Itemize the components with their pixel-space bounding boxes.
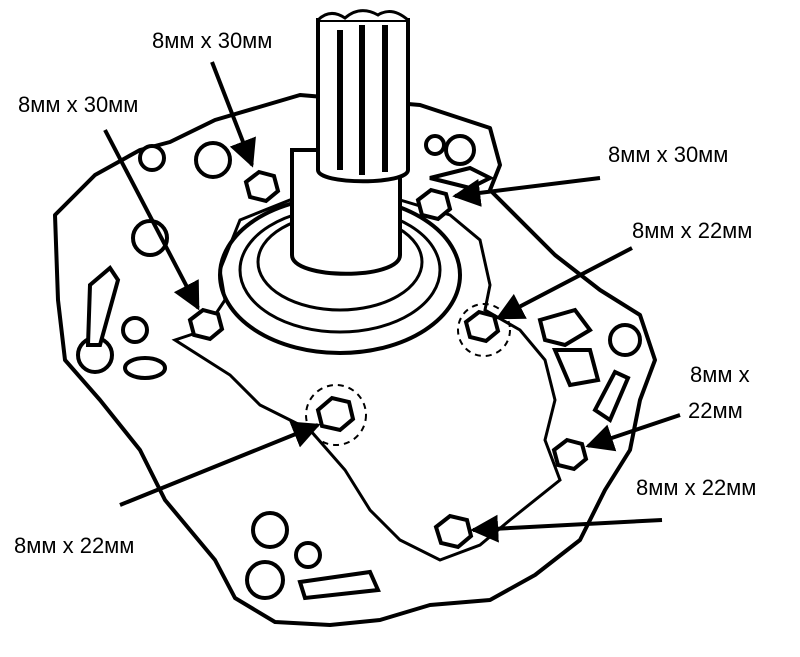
- callout-bolt-top: 8мм x 30мм: [152, 28, 272, 53]
- callout-bolt-bottom-right: 8мм x 22мм: [636, 475, 756, 500]
- input-shaft: [290, 9, 410, 276]
- callout-bolt-upper-right: 8мм x 30мм: [608, 142, 728, 167]
- bolt-head-right: [463, 309, 501, 344]
- callout-bolt-right-lower-line2: 22мм: [688, 398, 743, 423]
- bolt-head-top: [243, 169, 281, 204]
- bolt-head-upper-right: [415, 187, 453, 222]
- housing-cutouts: [76, 134, 642, 601]
- callout-bolt-bottom-left: 8мм x 22мм: [14, 533, 134, 558]
- callout-bolt-right-lower-line1: 8мм x: [690, 362, 750, 387]
- callout-bolt-upper-left: 8мм x 30мм: [18, 92, 138, 117]
- housing-inner-boss: [171, 193, 562, 562]
- bolt-head-right-lower: [551, 437, 589, 472]
- callout-bolt-right: 8мм x 22мм: [632, 218, 752, 243]
- bolt-head-bottom-right: [433, 513, 474, 550]
- callout-leaders: [103, 61, 681, 543]
- bolt-head-upper-left: [187, 307, 225, 342]
- bolt-head-bottom-left: [315, 395, 356, 433]
